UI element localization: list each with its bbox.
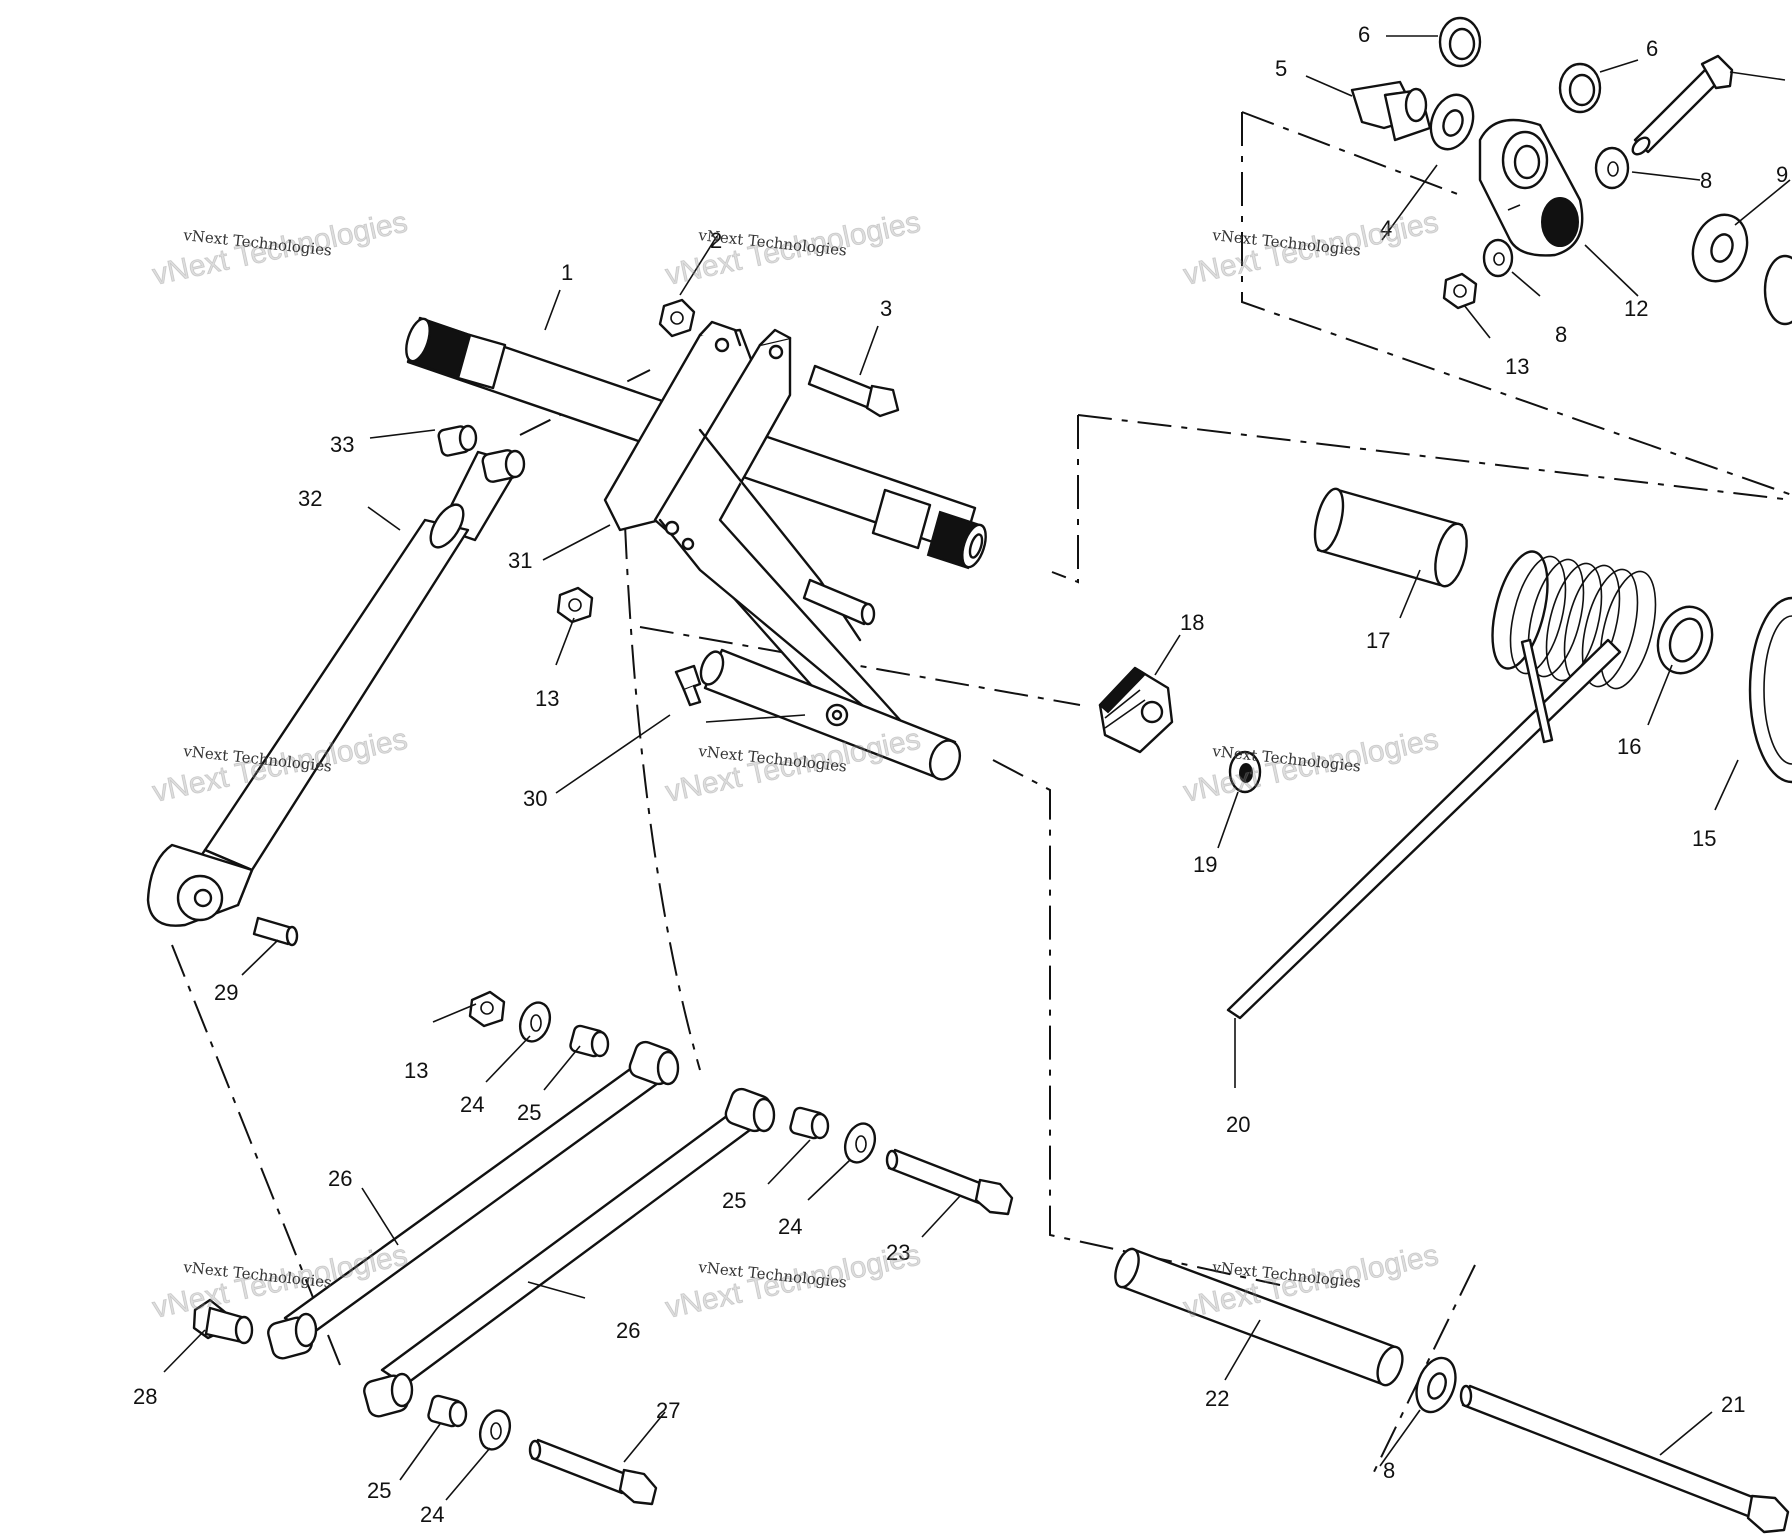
callout-25b: 25 (722, 1188, 746, 1213)
callout-23: 23 (886, 1240, 910, 1265)
washer (478, 1409, 512, 1451)
callout-16: 16 (1617, 734, 1641, 759)
shock-absorber (146, 450, 522, 927)
washer (1228, 750, 1262, 794)
callout-33: 33 (330, 432, 354, 457)
washer (518, 1001, 552, 1043)
nut (468, 990, 506, 1028)
bolt (528, 1438, 658, 1506)
callout-4: 4 (1380, 216, 1392, 241)
callout-1: 1 (561, 260, 573, 285)
callout-25a: 25 (517, 1100, 541, 1125)
washer (1415, 1356, 1457, 1414)
callout-21: 21 (1721, 1392, 1745, 1417)
callout-24b: 24 (778, 1214, 802, 1239)
callout-18: 18 (1180, 610, 1204, 635)
rear-link-rod (363, 1087, 776, 1418)
callout-3: 3 (880, 296, 892, 321)
callout-26a: 26 (328, 1166, 352, 1191)
callout-6a: 6 (1358, 22, 1370, 47)
bolt (885, 1148, 1014, 1216)
callout-6b: 6 (1646, 36, 1658, 61)
washer (843, 1122, 877, 1164)
callout-20: 20 (1226, 1112, 1250, 1137)
callout-31: 31 (508, 548, 532, 573)
callout-13b: 13 (535, 686, 559, 711)
nut (556, 586, 594, 624)
washer (1691, 213, 1792, 326)
spacer-tube (1313, 487, 1468, 588)
callout-29: 29 (214, 980, 238, 1005)
callout-25c: 25 (367, 1478, 391, 1503)
callout-30: 30 (523, 786, 547, 811)
washer (1429, 93, 1475, 151)
nut (658, 298, 696, 338)
washer (1656, 605, 1714, 675)
callout-19: 19 (1193, 852, 1217, 877)
assembly-lines (171, 111, 1792, 1481)
callout-28: 28 (133, 1384, 157, 1409)
spring-cover (1748, 596, 1792, 784)
nut (1442, 272, 1478, 310)
shock-pin (252, 916, 299, 947)
eccentric-cam (1478, 118, 1584, 257)
flanged-sleeve (192, 1298, 254, 1345)
bolt (1631, 54, 1734, 156)
watermarks: vNext Technologies vNext Technologies vN… (149, 205, 1442, 1325)
callout-13a: 13 (1505, 354, 1529, 379)
callout-5: 5 (1275, 56, 1287, 81)
washer (1594, 146, 1630, 190)
washer (1482, 238, 1514, 278)
callout-22: 22 (1205, 1386, 1229, 1411)
callout-13c: 13 (404, 1058, 428, 1083)
callout-17: 17 (1366, 628, 1390, 653)
long-bolt (1459, 1384, 1790, 1534)
callout-27: 27 (656, 1398, 680, 1423)
bolt (807, 364, 900, 418)
callout-12: 12 (1624, 296, 1648, 321)
flanged-sleeve (1350, 80, 1432, 142)
callout-2: 2 (710, 228, 722, 253)
callout-15: 15 (1692, 826, 1716, 851)
torsion-spring (1226, 550, 1657, 1020)
callout-8c: 8 (1383, 1458, 1395, 1483)
flange-bushing (1438, 16, 1482, 68)
callout-8a: 8 (1700, 168, 1712, 193)
bushing (789, 1106, 830, 1140)
adjuster-block (1098, 666, 1174, 754)
axle-tube (1114, 1247, 1404, 1387)
callout-numbers: 1 2 3 4 5 6 6 8 8 8 9 12 13 13 13 15 16 … (133, 22, 1788, 1527)
callout-9: 9 (1776, 162, 1788, 187)
callout-26b: 26 (616, 1318, 640, 1343)
leader-lines (163, 35, 1791, 1501)
callout-24a: 24 (460, 1092, 484, 1117)
callout-8b: 8 (1555, 322, 1567, 347)
grease-fitting (674, 664, 702, 707)
shock-bushing (437, 424, 526, 483)
swing-arm-bracket (603, 320, 962, 781)
bushing (427, 1394, 468, 1428)
rear-link-rod (267, 1040, 680, 1360)
flange-bushing (1558, 62, 1602, 114)
callout-24c: 24 (420, 1502, 444, 1527)
callout-32: 32 (298, 486, 322, 511)
